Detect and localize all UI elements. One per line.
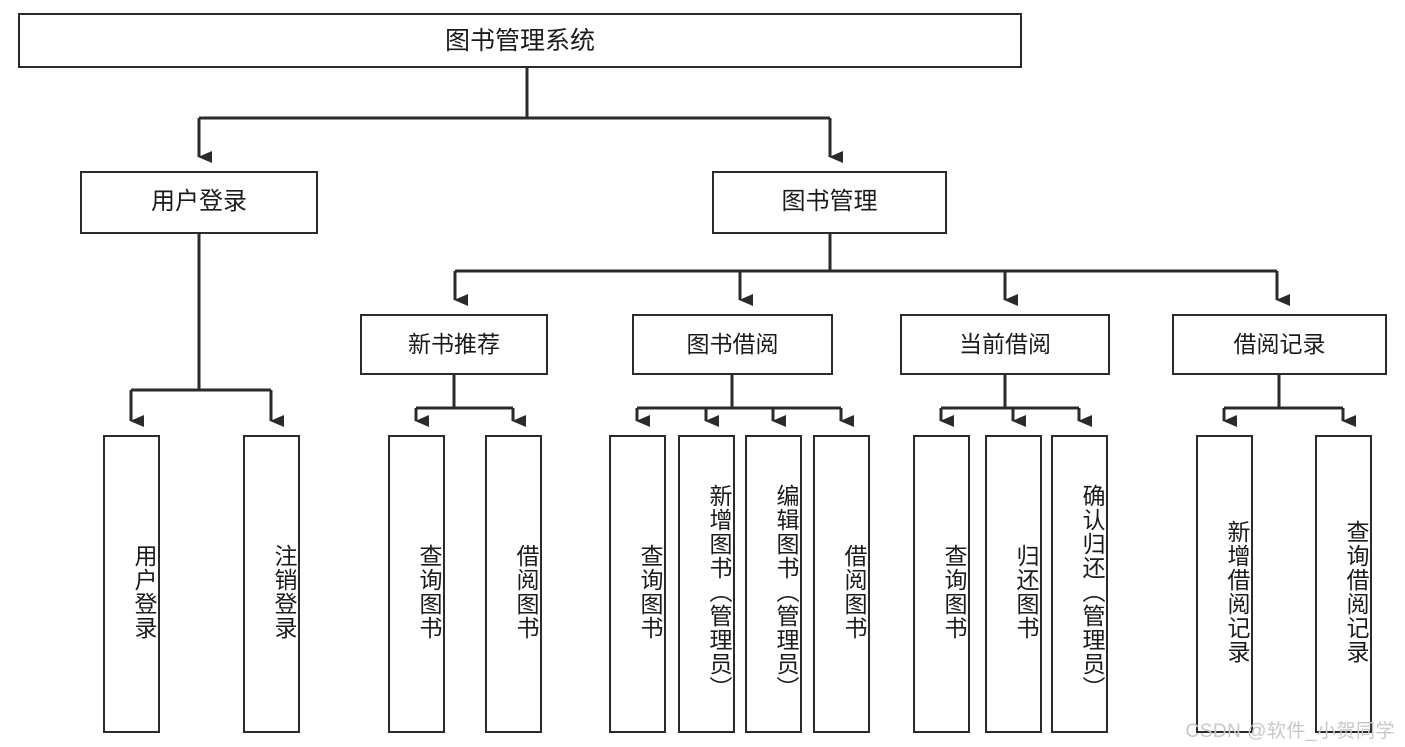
node-leaf-add-book[interactable]: 新增图书（管理员）	[678, 435, 735, 733]
node-leaf-query-record[interactable]: 查询借阅记录	[1315, 435, 1372, 733]
node-new-book-recommend-label: 新书推荐	[408, 330, 500, 357]
node-leaf-user-logout[interactable]: 注销登录	[243, 435, 300, 733]
node-root[interactable]: 图书管理系统	[18, 13, 1022, 68]
node-leaf-return-book[interactable]: 归还图书	[985, 435, 1042, 733]
node-leaf-return-book-label: 归还图书	[1013, 544, 1039, 640]
node-leaf-query-book-3-label: 查询图书	[941, 544, 967, 640]
node-leaf-edit-book[interactable]: 编辑图书（管理员）	[745, 435, 802, 733]
node-leaf-query-book-2-label: 查询图书	[637, 544, 663, 640]
node-leaf-add-record-label: 新增借阅记录	[1224, 520, 1250, 664]
node-leaf-query-book-2[interactable]: 查询图书	[609, 435, 666, 733]
node-book-borrow-label: 图书借阅	[686, 330, 779, 357]
node-current-borrow[interactable]: 当前借阅	[900, 314, 1110, 375]
node-leaf-borrow-book-1-label: 借阅图书	[513, 544, 539, 640]
node-leaf-add-book-label: 新增图书（管理员）	[706, 484, 732, 700]
node-leaf-borrow-book-2[interactable]: 借阅图书	[813, 435, 870, 733]
node-leaf-query-record-label: 查询借阅记录	[1343, 520, 1369, 664]
node-user-login-label: 用户登录	[151, 188, 247, 216]
node-leaf-query-book-1[interactable]: 查询图书	[388, 435, 445, 733]
node-leaf-confirm-return-label: 确认归还（管理员）	[1079, 484, 1105, 700]
node-new-book-recommend[interactable]: 新书推荐	[360, 314, 548, 375]
node-leaf-borrow-book-2-label: 借阅图书	[841, 544, 867, 640]
node-book-management-label: 图书管理	[781, 188, 878, 216]
node-leaf-user-login-label: 用户登录	[131, 544, 157, 640]
node-borrow-record[interactable]: 借阅记录	[1172, 314, 1387, 375]
node-leaf-user-logout-label: 注销登录	[271, 544, 297, 640]
node-root-label: 图书管理系统	[444, 26, 595, 55]
node-borrow-record-label: 借阅记录	[1233, 330, 1326, 357]
node-book-management[interactable]: 图书管理	[712, 171, 947, 234]
node-book-borrow[interactable]: 图书借阅	[632, 314, 833, 375]
node-user-login[interactable]: 用户登录	[80, 171, 318, 234]
node-current-borrow-label: 当前借阅	[959, 330, 1051, 357]
node-leaf-user-login[interactable]: 用户登录	[103, 435, 160, 733]
node-leaf-query-book-3[interactable]: 查询图书	[913, 435, 970, 733]
node-leaf-query-book-1-label: 查询图书	[416, 544, 442, 640]
node-leaf-add-record[interactable]: 新增借阅记录	[1196, 435, 1253, 733]
node-leaf-borrow-book-1[interactable]: 借阅图书	[485, 435, 542, 733]
node-leaf-edit-book-label: 编辑图书（管理员）	[773, 484, 799, 700]
node-leaf-confirm-return[interactable]: 确认归还（管理员）	[1051, 435, 1108, 733]
watermark: CSDN @软件_小贺同学	[1185, 721, 1395, 742]
